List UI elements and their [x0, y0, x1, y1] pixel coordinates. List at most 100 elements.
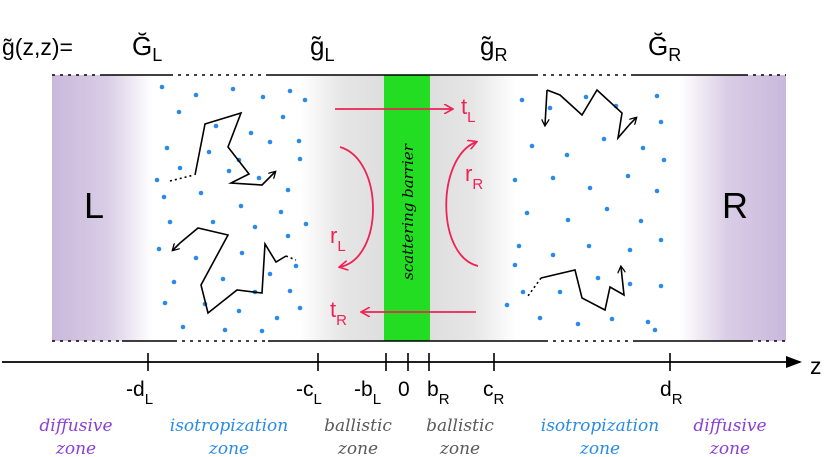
walk-path-lower-right	[540, 267, 624, 312]
axis-tick-label: cR	[483, 378, 505, 408]
walk-path-upper-left	[194, 111, 275, 186]
scatterer-dot	[519, 97, 525, 103]
scatterer-dot	[550, 175, 556, 181]
scatterer-dot	[565, 217, 571, 223]
random-walk-paths	[169, 88, 636, 315]
zone-label: isotropization	[541, 416, 659, 436]
zone-label: diffusive	[39, 416, 112, 436]
zone-label: zone	[439, 439, 480, 457]
zone-label: ballistic	[426, 416, 494, 436]
scatterer-dot	[222, 327, 228, 333]
scatterer-dot	[654, 93, 660, 99]
scatterer-dot	[259, 328, 265, 334]
axis-tick-label: -cL	[296, 378, 322, 408]
scatterer-dot	[658, 237, 664, 243]
axis-tick-label: 0	[398, 378, 410, 401]
scatterer-dot	[248, 130, 254, 136]
scatterer-dot	[296, 138, 302, 144]
scatterer-dot	[302, 97, 308, 103]
scatterer-dot	[297, 156, 303, 162]
scatterer-dot	[550, 252, 556, 258]
symbol-G-right: ĞR	[648, 31, 681, 65]
zone-label: zone	[709, 439, 750, 457]
scatterer-dot	[238, 203, 244, 209]
scatterer-dot	[640, 145, 646, 151]
right-reservoir-band	[680, 75, 786, 341]
scatterer-dot	[293, 263, 299, 269]
scatterer-dot	[159, 84, 165, 90]
scatterer-dot	[198, 190, 204, 196]
walk-tail	[527, 277, 542, 297]
scatterer-dot	[285, 233, 291, 239]
scatterer-dot	[164, 145, 170, 151]
walk-tail	[545, 89, 547, 125]
scattering-barrier	[384, 75, 430, 341]
axis-tick-label: dR	[660, 378, 683, 408]
scatterer-dot	[564, 152, 570, 158]
walk-path-lower-left	[179, 227, 287, 315]
scatterer-dot	[575, 321, 581, 327]
scatterer-dot	[176, 109, 182, 115]
walk-tail	[173, 242, 181, 250]
coefficient-arrows	[335, 109, 478, 312]
scatterer-dot	[213, 123, 219, 129]
scatterer-dot	[154, 177, 160, 183]
scatterer-dot	[627, 281, 633, 287]
scatterer-dot	[557, 289, 563, 295]
right-reservoir-label: R	[722, 185, 748, 226]
scatterer-dot	[524, 210, 530, 216]
scatterer-dot	[625, 173, 631, 179]
scatterer-dot	[206, 149, 212, 155]
coefficient-rR: rR	[465, 161, 483, 193]
scatterer-dot	[303, 221, 309, 227]
zone-label: zone	[579, 439, 620, 457]
scatterer-dot	[609, 316, 615, 322]
reflection-arrow-left	[340, 146, 374, 267]
scatterer-dot	[180, 324, 186, 330]
left-reservoir-band	[52, 75, 152, 341]
zone-label: zone	[208, 439, 249, 457]
scatterer-dot	[516, 243, 522, 249]
scatterer-dot	[604, 206, 610, 212]
scatterer-dot	[504, 302, 510, 308]
scatterer-dot	[537, 315, 543, 321]
scatterer-dot	[287, 288, 293, 294]
scatterer-dot	[239, 250, 245, 256]
scatterer-dot	[586, 243, 592, 249]
symbol-g-right: g̃R	[480, 31, 507, 65]
scatterer-dot	[252, 224, 258, 230]
scatterer-dot	[220, 276, 226, 282]
header-labels: g̃(z,z)= ĞL g̃L g̃R ĞR	[2, 31, 681, 65]
zone-label: isotropization	[170, 416, 288, 436]
scatterer-dot	[162, 300, 168, 306]
scatterer-dot	[278, 209, 284, 215]
scatterer-dot	[297, 305, 303, 311]
zone-label: diffusive	[693, 416, 766, 436]
scatterer-dot	[156, 246, 162, 252]
scatterer-dot	[652, 327, 658, 333]
zone-labels: diffusive zone isotropization zone ballistic…	[39, 416, 766, 457]
axis-tick-label: -bL	[354, 378, 381, 408]
scatterer-dot	[520, 289, 526, 295]
walk-tail	[169, 174, 195, 182]
scatterer-dot	[260, 94, 266, 100]
scatterer-dot	[654, 188, 660, 194]
left-reservoir-label: L	[84, 185, 104, 226]
symbol-g-left: g̃L	[310, 31, 334, 65]
zone-label: zone	[337, 439, 378, 457]
coefficient-labels: tL tR rL rR	[330, 94, 483, 329]
scatterer-dot	[285, 187, 291, 193]
scatterer-dot	[601, 136, 607, 142]
scatterer-dot	[161, 194, 167, 200]
scatterer-dot	[256, 175, 262, 181]
scatterer-dot	[658, 119, 664, 125]
scatterer-dot	[177, 165, 183, 171]
barrier-label: scattering barrier	[399, 143, 417, 280]
scatterer-dot	[274, 315, 280, 321]
scatterer-dot	[661, 157, 667, 163]
scatterer-dot	[627, 247, 633, 253]
scatterer-dot	[287, 88, 293, 94]
zone-label: ballistic	[324, 416, 392, 436]
